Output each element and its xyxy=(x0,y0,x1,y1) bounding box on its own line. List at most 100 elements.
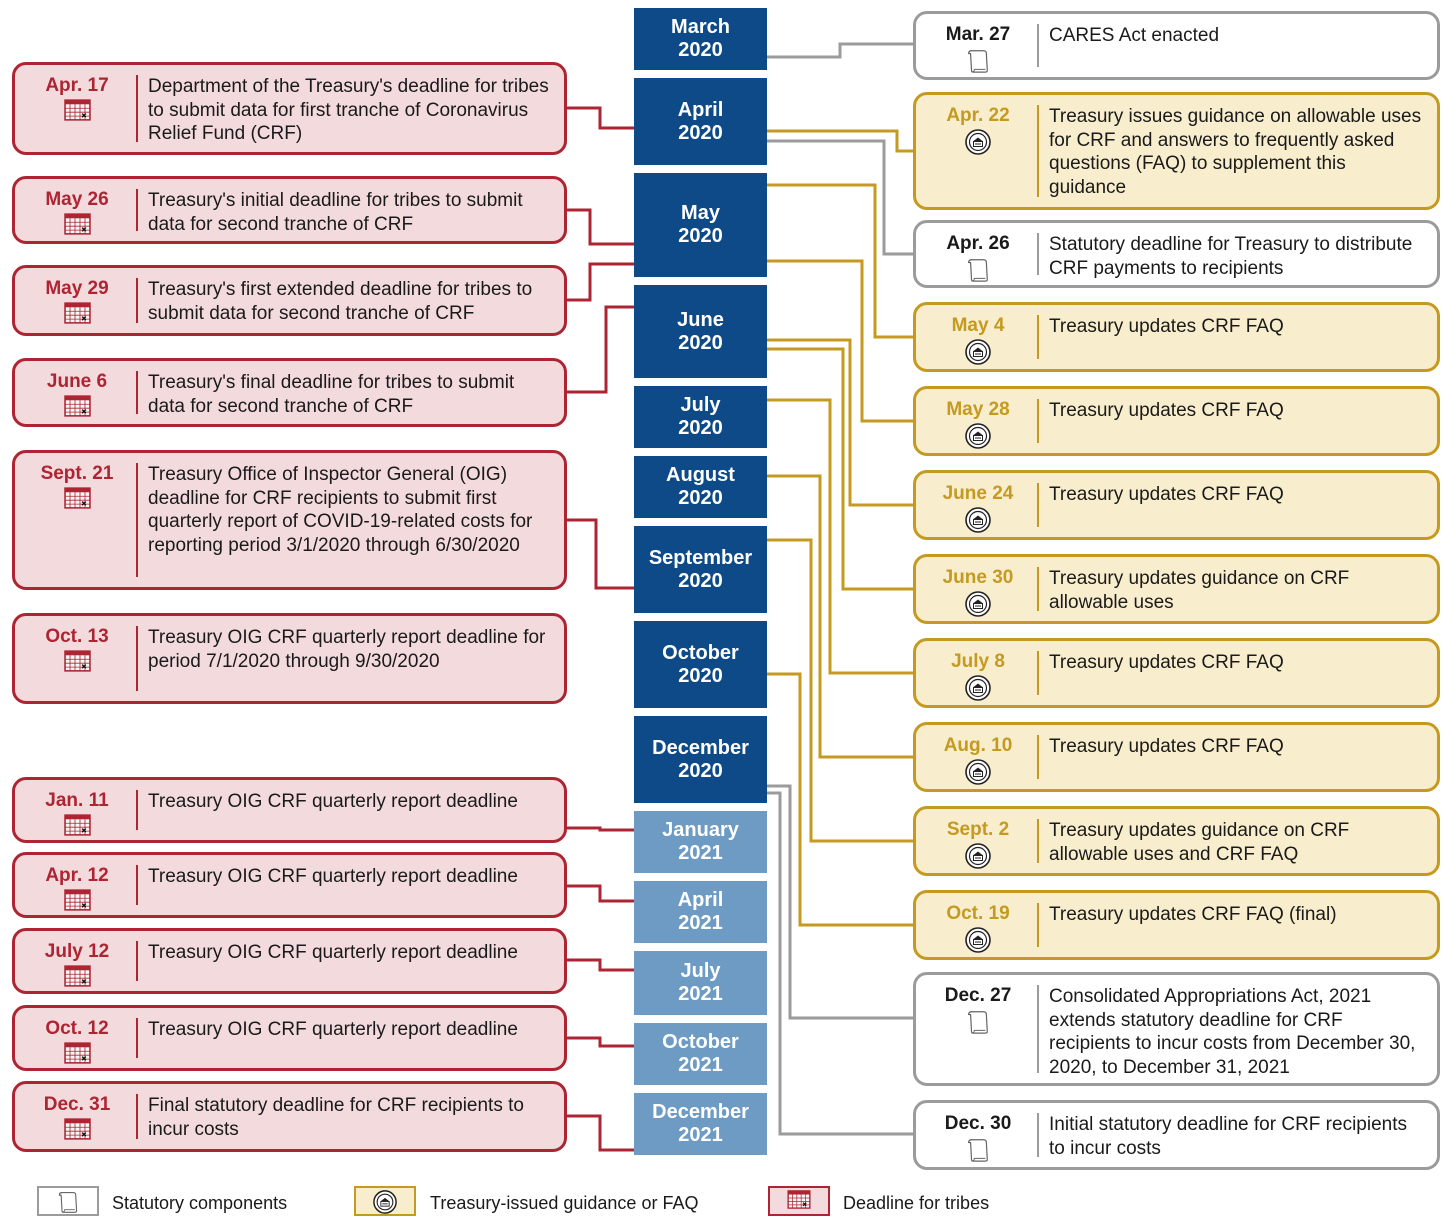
month-name: October xyxy=(662,1031,739,1053)
calendar-icon xyxy=(15,814,139,836)
event-date: July 12 xyxy=(44,941,110,962)
legend-item-guidance: Treasury-issued guidance or FAQ xyxy=(0,1186,1448,1216)
event-date-column: Aug. 10 xyxy=(916,725,1040,789)
event-date-column: Oct. 13 xyxy=(15,616,139,701)
connector-right-3 xyxy=(767,183,913,339)
event-divider xyxy=(1037,819,1039,863)
legend-label: Treasury-issued guidance or FAQ xyxy=(430,1193,699,1213)
event-date-column: Jan. 11 xyxy=(15,780,139,840)
event-divider xyxy=(1037,105,1039,197)
event-description: Treasury updates guidance on CRF allowab… xyxy=(1049,820,1350,865)
month-name: April xyxy=(677,98,724,121)
event-description: Treasury updates CRF FAQ xyxy=(1049,316,1284,337)
event-description: Treasury updates CRF FAQ xyxy=(1049,652,1284,673)
event-date-column: Mar. 27 xyxy=(916,14,1040,77)
event-date: Apr. 12 xyxy=(45,865,109,886)
month-year: 2021 xyxy=(678,912,723,934)
event-divider xyxy=(136,1094,138,1139)
connector-right-6 xyxy=(767,347,913,591)
connector-left-7 xyxy=(567,958,634,972)
month-name: July xyxy=(680,394,721,416)
treasury-seal-icon xyxy=(916,843,1040,869)
right-event-box: Sept. 2 Treasury updates guidance on CRF … xyxy=(913,806,1440,876)
connector-right-9 xyxy=(767,538,913,843)
event-description: Treasury OIG CRF quarterly report deadli… xyxy=(148,791,518,812)
event-date-column: June 30 xyxy=(916,557,1040,621)
connector-left-4 xyxy=(567,518,634,590)
event-description: Treasury's final deadline for tribes to … xyxy=(148,372,515,417)
event-date-column: July 8 xyxy=(916,641,1040,705)
event-date-column: Dec. 31 xyxy=(15,1084,139,1149)
event-divider xyxy=(1037,651,1039,695)
event-date-column: Apr. 17 xyxy=(15,65,139,152)
event-divider xyxy=(136,371,138,414)
month-name: December xyxy=(652,1101,749,1123)
event-description: Final statutory deadline for CRF recipie… xyxy=(148,1095,524,1140)
event-date-column: Apr. 12 xyxy=(15,855,139,915)
event-date-column: Apr. 22 xyxy=(916,95,1040,207)
event-description: Treasury's initial deadline for tribes t… xyxy=(148,190,523,235)
event-date-column: May 29 xyxy=(15,268,139,333)
treasury-seal-icon xyxy=(916,507,1040,533)
event-date: May 28 xyxy=(946,399,1010,420)
event-date: Sept. 21 xyxy=(40,463,114,484)
calendar-icon xyxy=(15,213,139,235)
event-description: Treasury updates CRF FAQ (final) xyxy=(1049,904,1337,925)
connector-left-6 xyxy=(567,884,634,903)
connector-right-2 xyxy=(767,139,913,256)
event-date: Oct. 13 xyxy=(45,626,109,647)
month-year: 2020 xyxy=(678,664,723,687)
calendar-icon xyxy=(15,487,139,509)
event-divider xyxy=(1037,1113,1039,1157)
event-date: Oct. 12 xyxy=(45,1018,109,1039)
month-year: 2020 xyxy=(678,487,723,509)
calendar-icon xyxy=(15,965,139,987)
legend-label: Statutory components xyxy=(112,1193,288,1213)
event-date: Apr. 26 xyxy=(946,233,1010,254)
treasury-seal-icon xyxy=(354,1186,416,1216)
event-divider xyxy=(136,1018,138,1058)
month-year: 2020 xyxy=(678,569,723,592)
connector-left-1 xyxy=(567,208,634,246)
treasury-seal-icon xyxy=(916,675,1040,701)
event-description: Treasury updates CRF FAQ xyxy=(1049,484,1284,505)
event-date-column: Apr. 26 xyxy=(916,223,1040,285)
connector-left-3 xyxy=(567,305,634,394)
legend-item-statute: Statutory components xyxy=(0,1186,1448,1216)
scroll-icon xyxy=(916,1009,1040,1035)
event-date-column: May 26 xyxy=(15,179,139,241)
event-date: Sept. 2 xyxy=(946,819,1010,840)
month-name: April xyxy=(677,889,724,911)
event-date-column: Oct. 12 xyxy=(15,1008,139,1068)
event-date: Apr. 17 xyxy=(45,75,109,96)
event-date: Dec. 27 xyxy=(944,985,1012,1006)
event-date: June 24 xyxy=(942,483,1014,504)
event-date-column: Sept. 2 xyxy=(916,809,1040,873)
connector-left-2 xyxy=(567,262,634,302)
treasury-seal-icon xyxy=(916,927,1040,953)
event-divider xyxy=(1037,233,1039,275)
month-year: 2020 xyxy=(678,331,723,354)
event-divider xyxy=(136,75,138,142)
